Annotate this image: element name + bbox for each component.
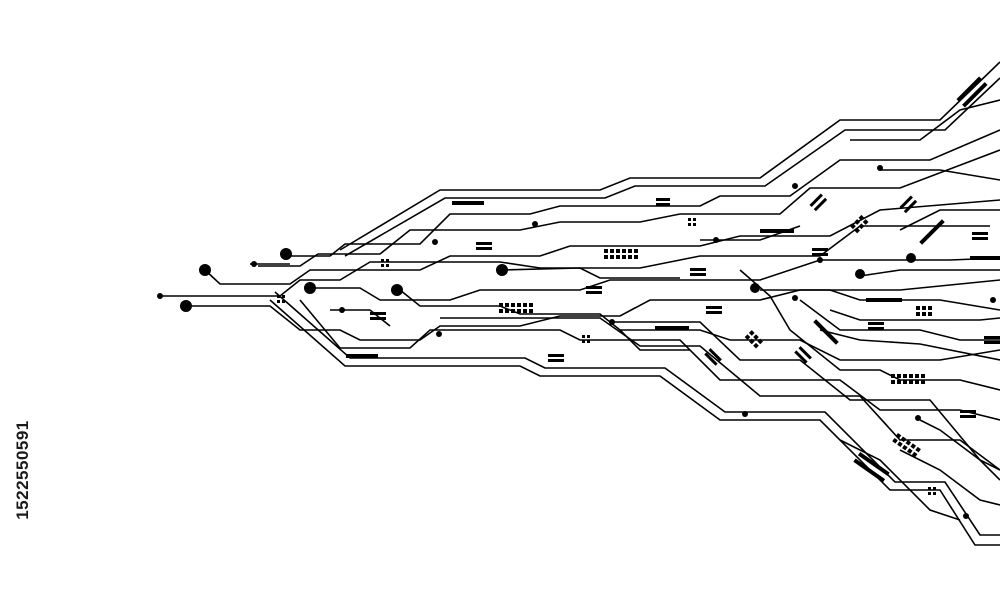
pad-dots xyxy=(157,165,996,519)
stock-image-id: 1522550591 xyxy=(12,356,32,586)
stock-image-id-text: 1522550591 xyxy=(13,420,32,520)
chip-components xyxy=(277,76,1000,495)
